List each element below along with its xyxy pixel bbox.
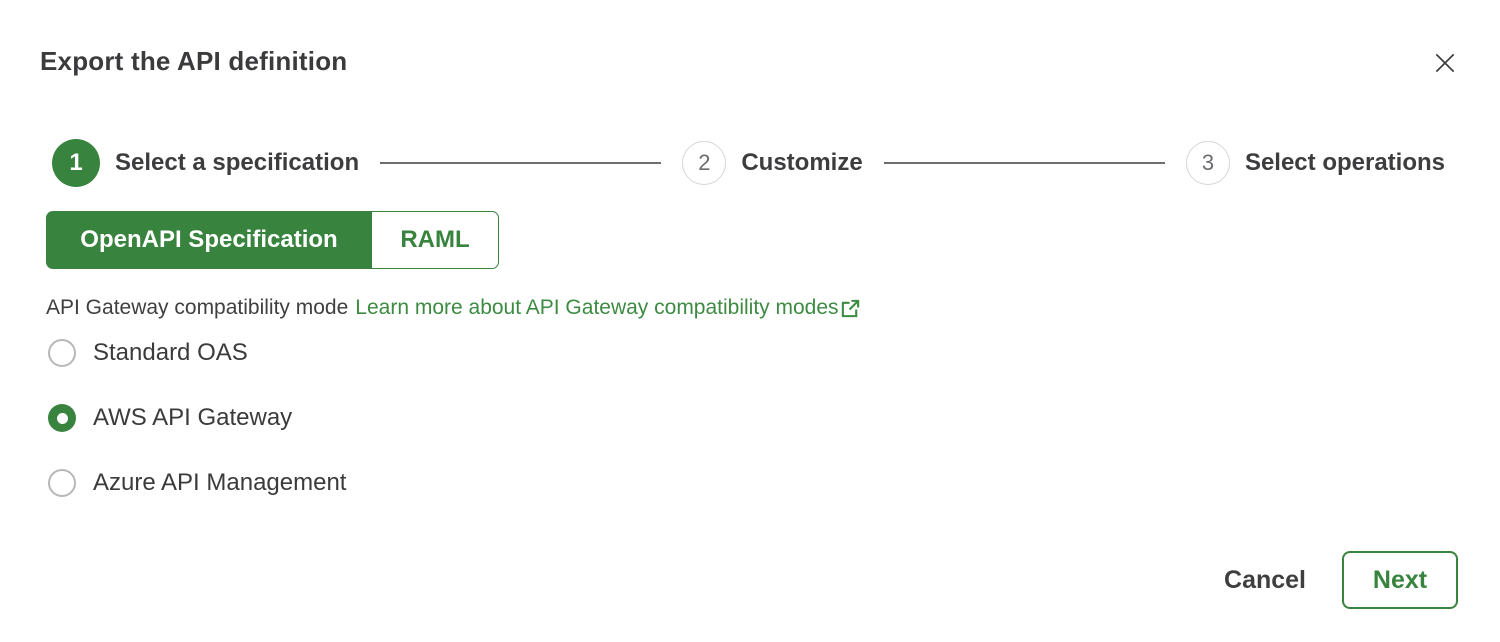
step-1-number: 1 [69, 149, 83, 176]
gateway-mode-radio-group: Standard OAS AWS API Gateway Azure API M… [48, 339, 346, 534]
step-connector-1 [380, 162, 662, 164]
radio-option-aws-api-gateway[interactable]: AWS API Gateway [48, 404, 346, 432]
radio-button-unselected[interactable] [48, 469, 76, 497]
step-1-circle: 1 [52, 139, 100, 187]
radio-option-azure-api-management[interactable]: Azure API Management [48, 469, 346, 497]
radio-button-selected[interactable] [48, 404, 76, 432]
learn-more-link-text: Learn more about API Gateway compatibili… [355, 296, 839, 319]
step-1-label: Select a specification [115, 149, 360, 176]
learn-more-link[interactable]: Learn more about API Gateway compatibili… [355, 296, 860, 320]
toggle-raml[interactable]: RAML [372, 211, 499, 269]
step-2-number: 2 [698, 150, 711, 175]
wizard-stepper: 1 Select a specification 2 Customize 3 S… [52, 139, 1445, 187]
radio-label: Azure API Management [93, 469, 347, 496]
specification-toggle: OpenAPI Specification RAML [46, 211, 499, 269]
cancel-button[interactable]: Cancel [1224, 565, 1306, 594]
compatibility-mode-label: API Gateway compatibility mode [46, 296, 349, 319]
dialog-title: Export the API definition [40, 46, 348, 76]
step-connector-2 [883, 162, 1165, 164]
step-2-label: Customize [741, 149, 863, 176]
compatibility-mode-row: API Gateway compatibility mode Learn mor… [46, 296, 861, 320]
external-link-icon [840, 298, 861, 319]
step-3-label: Select operations [1244, 149, 1445, 176]
step-3-number: 3 [1201, 150, 1215, 175]
radio-label: AWS API Gateway [93, 404, 293, 431]
radio-label: Standard OAS [93, 339, 248, 366]
dialog-footer: Cancel Next [1224, 551, 1458, 609]
step-3-circle: 3 [1185, 141, 1230, 185]
radio-button-unselected[interactable] [48, 339, 76, 367]
next-button[interactable]: Next [1342, 551, 1458, 609]
close-button[interactable] [1428, 46, 1462, 80]
close-icon [1432, 50, 1458, 76]
radio-option-standard-oas[interactable]: Standard OAS [48, 339, 346, 367]
toggle-openapi-specification[interactable]: OpenAPI Specification [46, 211, 372, 269]
step-2-circle: 2 [682, 141, 727, 185]
